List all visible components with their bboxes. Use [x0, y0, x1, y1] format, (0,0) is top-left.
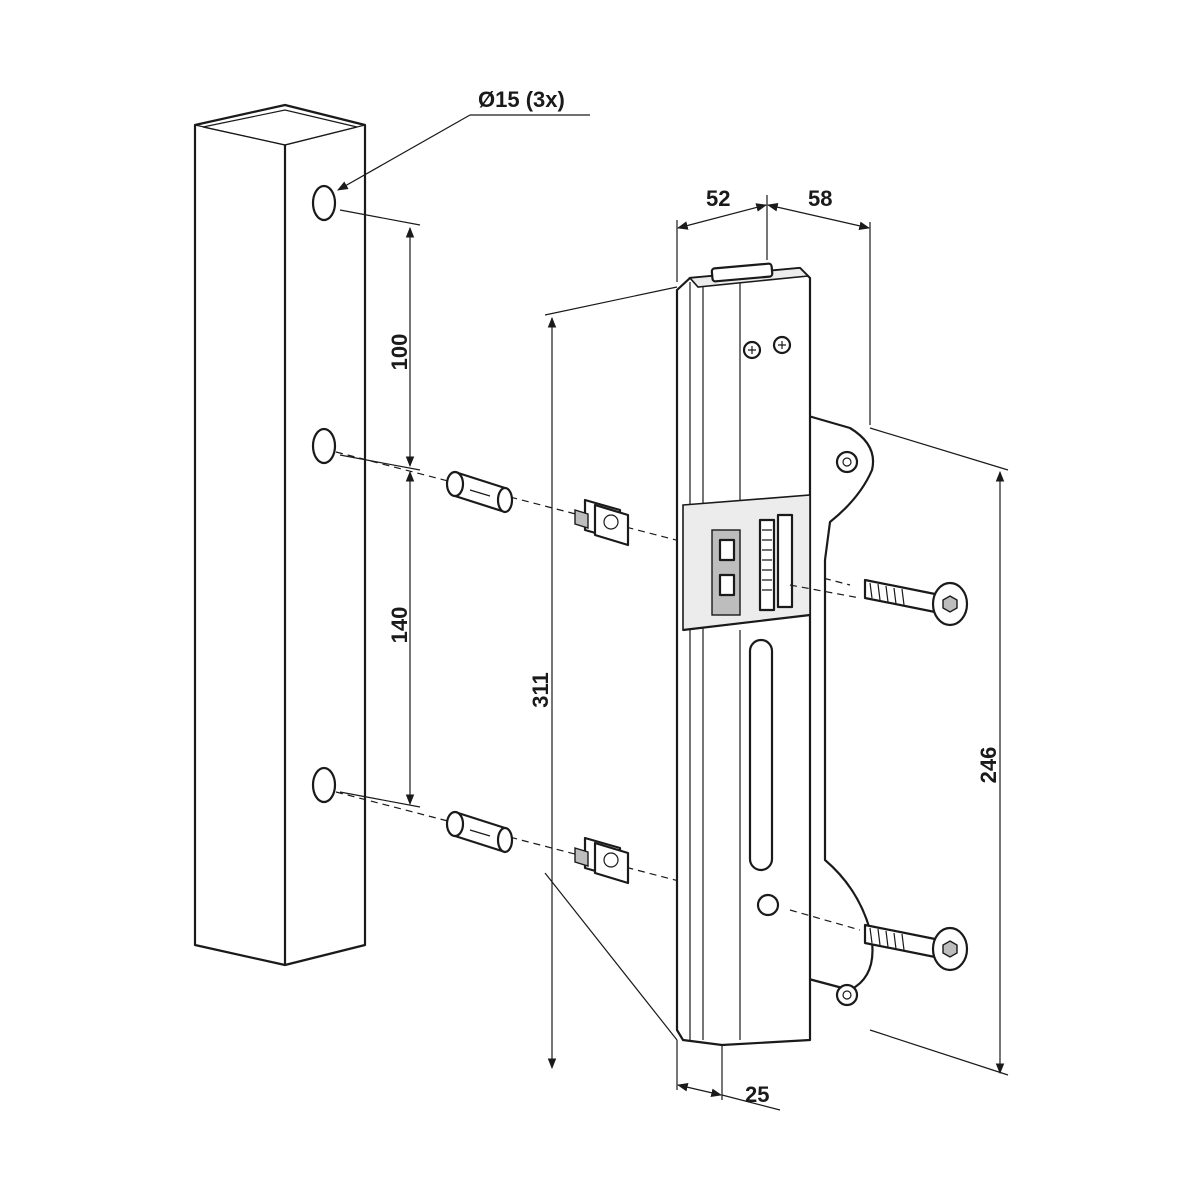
total-height-dimension	[544, 286, 678, 1070]
top-depth-label: 58	[808, 186, 832, 211]
mounting-plate	[803, 413, 875, 1007]
total-height-label: 311	[528, 672, 553, 708]
bottom-width-label: 25	[745, 1082, 769, 1107]
post-hole-middle	[311, 427, 337, 465]
hole-diameter-label: Ø15 (3x)	[478, 87, 565, 112]
top-width-dimension	[676, 195, 871, 425]
expansion-sleeve-lower	[445, 810, 514, 854]
post-hole-bottom	[311, 766, 337, 804]
square-post	[193, 103, 367, 967]
post-mounting-holes	[311, 184, 337, 804]
top-width-label: 52	[706, 186, 730, 211]
socket-bolt-upper	[863, 578, 969, 627]
hole-span-dimension	[869, 427, 1009, 1076]
square-insert-lower	[574, 836, 630, 885]
bottom-width-dimension	[676, 1040, 781, 1111]
hole-span-label: 246	[976, 747, 1001, 784]
spacing-bottom-label: 140	[387, 607, 412, 644]
expansion-sleeve-upper	[445, 470, 514, 514]
socket-bolt-lower	[863, 923, 969, 972]
post-spacing-dimension	[339, 209, 421, 808]
post-hole-top	[311, 184, 337, 222]
bolt-alignment-lines	[789, 584, 861, 931]
keeper-body	[675, 262, 812, 1047]
hole-diameter-leader	[337, 114, 590, 191]
spacing-top-label: 100	[387, 334, 412, 371]
square-insert-upper	[574, 498, 630, 547]
